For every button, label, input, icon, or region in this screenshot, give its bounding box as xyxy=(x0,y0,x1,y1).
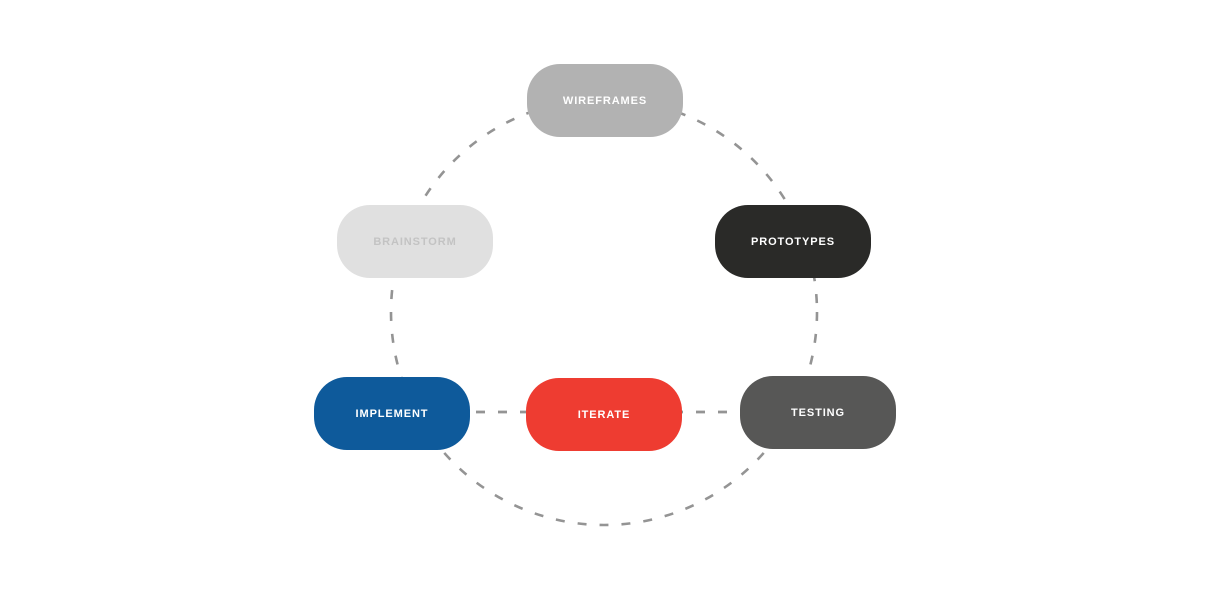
cycle-circle-path xyxy=(389,97,819,527)
node-iterate: ITERATE xyxy=(526,378,682,451)
node-wireframes-label: WIREFRAMES xyxy=(562,94,648,107)
node-iterate-label: ITERATE xyxy=(577,408,631,421)
node-brainstorm: BRAINSTORM xyxy=(337,205,493,278)
node-brainstorm-label: BRAINSTORM xyxy=(373,235,457,248)
node-prototypes-label: PROTOTYPES xyxy=(751,235,835,248)
node-prototypes: PROTOTYPES xyxy=(715,205,871,278)
node-implement-label: IMPLEMENT xyxy=(355,407,429,420)
node-implement: IMPLEMENT xyxy=(314,377,470,450)
node-testing-label: TESTING xyxy=(791,406,845,419)
node-testing: TESTING xyxy=(740,376,896,449)
node-wireframes: WIREFRAMES xyxy=(527,64,683,137)
